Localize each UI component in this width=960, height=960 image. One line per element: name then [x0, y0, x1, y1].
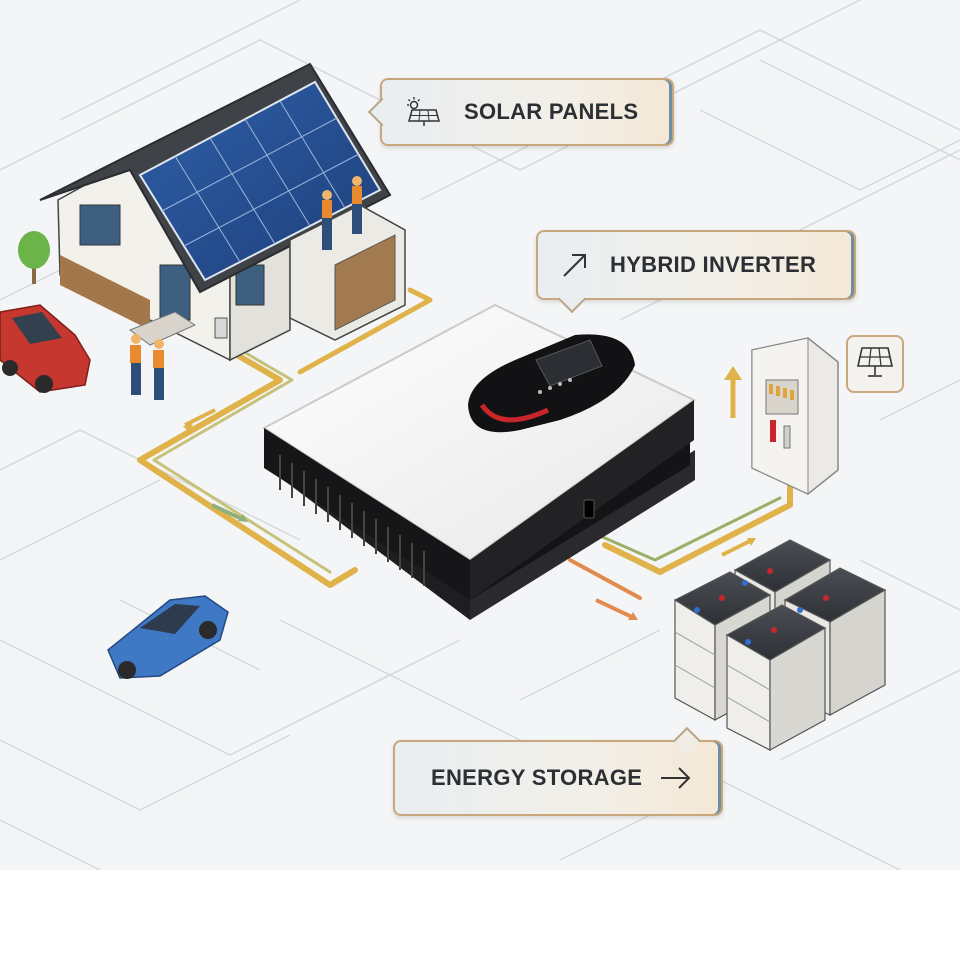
callout-energy-storage: ENERGY STORAGE [393, 726, 723, 816]
hybrid-inverter-label: HYBRID INVERTER [610, 252, 817, 277]
callout-hybrid-inverter: HYBRID INVERTER [536, 230, 856, 314]
energy-storage-label: ENERGY STORAGE [431, 765, 643, 790]
electrical-panel [751, 337, 839, 495]
arrow-up-right-icon [558, 250, 592, 280]
blue-car [107, 595, 229, 679]
solar-panels-label: SOLAR PANELS [464, 99, 639, 124]
bottom-margin [0, 870, 960, 960]
solar-panel-badge [846, 335, 904, 393]
ground-workers [130, 334, 164, 400]
solar-panel-sun-icon [402, 97, 442, 127]
hybrid-inverter [262, 303, 696, 620]
arrow-right-icon [656, 765, 696, 791]
battery-front-right [725, 604, 827, 752]
red-car [0, 304, 91, 393]
battery-stack [673, 539, 887, 752]
solar-panel-icon [856, 344, 894, 385]
callout-solar-panels: SOLAR PANELS [367, 78, 674, 146]
house [39, 62, 406, 362]
flow-arrows [183, 366, 756, 620]
tree [18, 231, 50, 284]
inverter-control-panel [468, 334, 635, 433]
roof-workers [322, 176, 362, 250]
